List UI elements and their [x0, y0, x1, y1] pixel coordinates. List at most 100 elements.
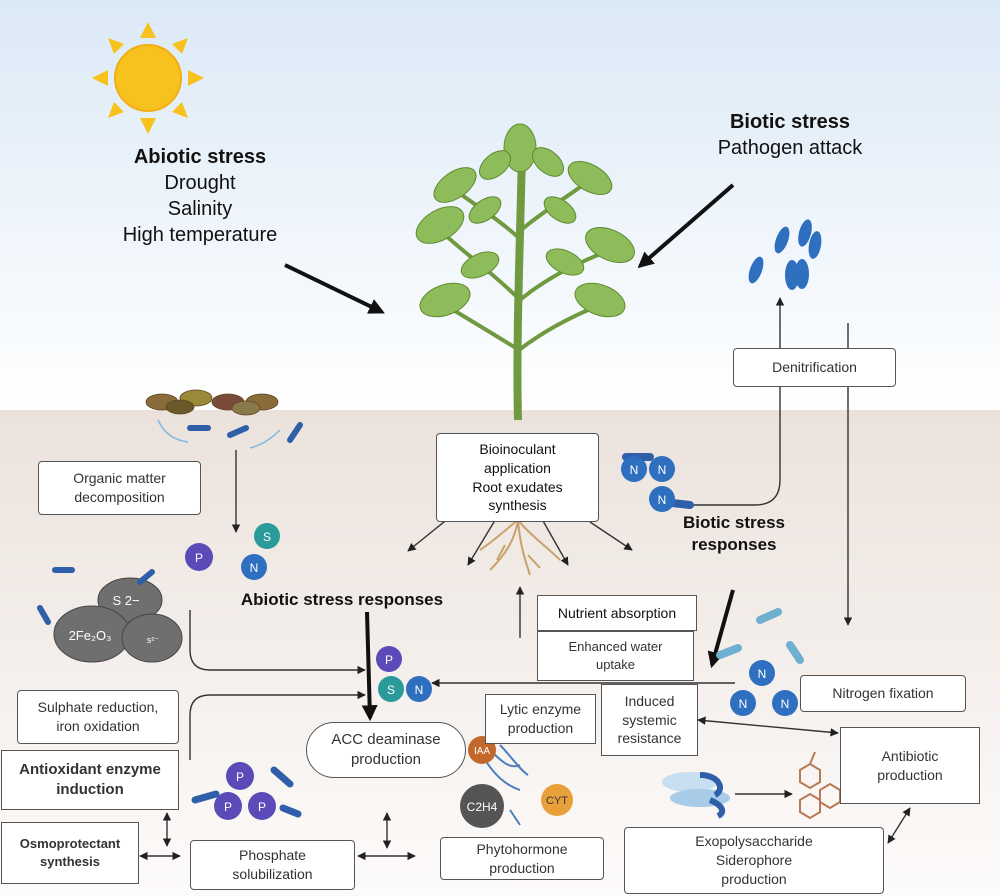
lytic-enzyme-box: Lytic enzyme production [485, 694, 596, 744]
water-uptake-box: Enhanced water uptake [537, 631, 694, 681]
abiotic-stress-responses-label: Abiotic stress responses [222, 589, 462, 611]
osmo-line-1: Osmoprotectant [19, 836, 121, 852]
abiotic-response-arrow [361, 611, 378, 722]
bioinoculant-box: Bioinoculant application Root exudates s… [436, 433, 599, 522]
isr-line-1: Induced [624, 692, 675, 709]
molecule-s2: S [378, 676, 404, 702]
abiotic-responses-text: Abiotic stress responses [240, 590, 444, 609]
biotic-stress-responses-label: Biotic stress responses [664, 512, 804, 556]
lytic-line-1: Lytic enzyme [499, 701, 582, 718]
svg-text:N: N [758, 667, 767, 681]
phosphate-line-1: Phosphate [239, 847, 306, 864]
svg-text:N: N [658, 493, 667, 507]
organic-matter-box: Organic matter decomposition [38, 461, 201, 515]
abiotic-stress-label: Abiotic stress Drought Salinity High tem… [100, 144, 300, 248]
bioinoculant-line-3: Root exudates [472, 478, 563, 495]
molecule-s1: S [254, 523, 280, 549]
molecule-p5: P [248, 792, 276, 820]
sulphate-connector-arrow [189, 610, 366, 675]
nitrogen-gas-icon [748, 219, 822, 290]
denitrification-text: Denitrification [772, 359, 857, 376]
biotic-stress-label: Biotic stress Pathogen attack [690, 109, 890, 161]
molecule-p2: P [376, 646, 402, 672]
organic-matter-icon [145, 389, 303, 449]
sulphate-box: Sulphate reduction, iron oxidation [17, 690, 179, 744]
biotic-response-arrow [707, 589, 735, 669]
molecule-n5: N [649, 486, 675, 512]
phyto-line-2: production [489, 859, 555, 876]
molecule-n6: N [749, 660, 775, 686]
svg-text:C2H4: C2H4 [467, 800, 498, 814]
svg-text:N: N [781, 697, 790, 711]
antioxidant-line-2: induction [56, 781, 124, 798]
svg-text:N: N [630, 463, 639, 477]
eps-line-2: Siderophore [715, 852, 793, 869]
antibiotic-box: Antibiotic production [840, 727, 980, 804]
phosphate-box: Phosphate solubilization [190, 840, 355, 890]
osmo-line-2: synthesis [40, 854, 100, 869]
nitrogen-fixation-box: Nitrogen fixation [800, 675, 966, 712]
roots-icon [479, 519, 561, 576]
sulphate-line-1: Sulphate reduction, [37, 699, 159, 716]
phyto-line-1: Phytohormone [476, 840, 568, 857]
antibiotic-eps-arrow [887, 807, 911, 844]
nutrient-absorption-text: Nutrient absorption [557, 604, 677, 621]
mineral-rocks-icon [53, 577, 183, 663]
biotic-responses-line-1: Biotic stress [682, 513, 786, 532]
biotic-stress-title: Biotic stress [729, 111, 851, 133]
isr-antibiotic-arrow [697, 716, 839, 737]
denitrification-connector [690, 387, 781, 506]
phosphate-bacteria-icon [191, 766, 302, 818]
svg-text:P: P [258, 800, 266, 814]
isr-box: Induced systemic resistance [601, 684, 698, 756]
eps-line-1: Exopolysaccharide [695, 833, 813, 850]
molecule-n7: N [730, 690, 756, 716]
svg-text:P: P [195, 551, 203, 565]
fe-label: 2Fe₂O₃ [69, 628, 112, 643]
abiotic-item-salinity: Salinity [167, 198, 233, 220]
svg-text:N: N [739, 697, 748, 711]
acc-line-1: ACC deaminase [331, 730, 441, 748]
acc-deaminase-box: ACC deaminase production [306, 722, 466, 778]
sulphate-line-2: iron oxidation [56, 718, 140, 734]
cyt-molecule: CYT [541, 784, 573, 816]
acc-line-2: production [350, 751, 422, 768]
s-small-label: s²⁻ [147, 635, 159, 645]
antibiotic-line-2: production [877, 766, 943, 783]
antioxidant-line-1: Antioxidant enzyme [19, 760, 161, 778]
c2h4-molecule: C2H4 [460, 784, 504, 828]
lytic-line-2: production [507, 720, 574, 736]
water-uptake-line-2: uptake [595, 657, 636, 672]
svg-text:CYT: CYT [546, 795, 568, 807]
molecule-p1: P [185, 543, 213, 571]
molecule-n1: N [241, 554, 267, 580]
svg-text:S: S [263, 530, 271, 544]
isr-line-2: systemic [622, 711, 677, 728]
molecule-p4: P [214, 792, 242, 820]
abiotic-item-drought: Drought [164, 172, 236, 194]
osmoprotectant-box: Osmoprotectant synthesis [1, 822, 139, 884]
biotic-to-plant-arrow [637, 183, 735, 269]
nfix-bacteria-icon [716, 608, 804, 664]
plant-icon [415, 123, 635, 421]
eps-bacteria-icon [662, 772, 730, 819]
biotic-item-pathogen: Pathogen attack [717, 137, 863, 159]
nitrogen-fixation-text: Nitrogen fixation [832, 685, 934, 702]
phosphate-connector-arrow [189, 690, 366, 760]
antioxidant-box: Antioxidant enzyme induction [1, 750, 179, 810]
denitrification-box: Denitrification [733, 348, 896, 387]
svg-text:N: N [250, 561, 259, 575]
svg-text:S: S [387, 683, 395, 697]
bioinoculant-line-1: Bioinoculant [479, 440, 556, 457]
sun-icon [92, 22, 204, 134]
exudate-arrow-4 [589, 521, 633, 551]
water-uptake-line-1: Enhanced water [568, 639, 663, 655]
svg-text:P: P [224, 800, 232, 814]
antibiotic-line-1: Antibiotic [881, 747, 939, 764]
molecule-p3: P [226, 762, 254, 790]
s2-label: S 2− [112, 593, 139, 608]
organic-matter-line-1: Organic matter [73, 470, 166, 487]
molecule-n3: N [621, 456, 647, 482]
svg-text:IAA: IAA [474, 746, 490, 757]
phytohormone-box: Phytohormone production [440, 837, 604, 880]
